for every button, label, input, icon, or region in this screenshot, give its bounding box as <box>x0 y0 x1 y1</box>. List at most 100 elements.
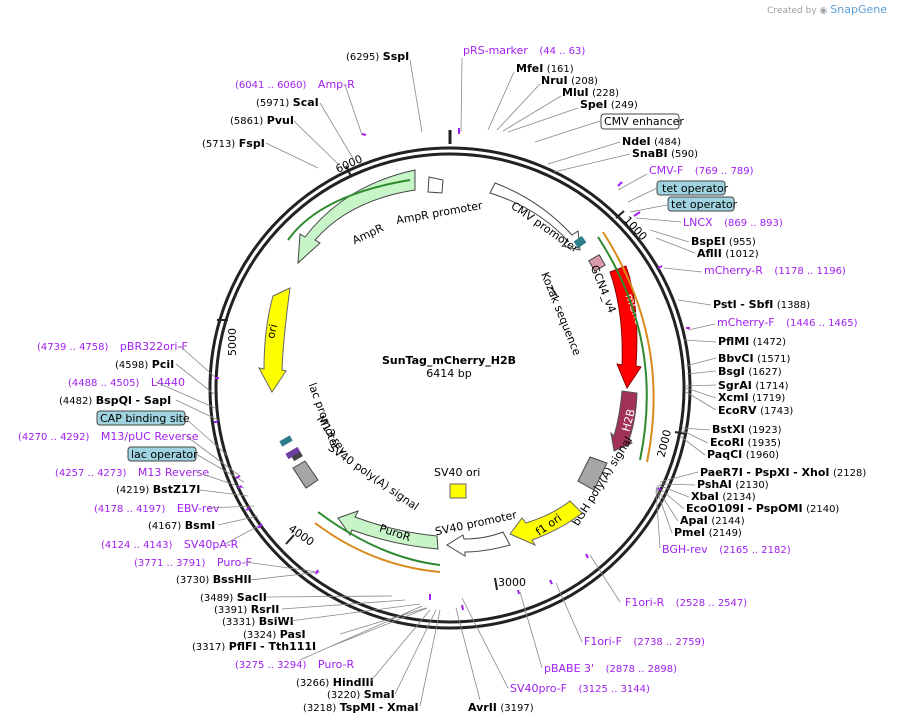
svg-text:(3317) PflFI - Tth111I: (3317) PflFI - Tth111I <box>192 640 316 653</box>
snapgene-credit: Created by ◉ SnapGene <box>767 3 887 16</box>
gcn4-v4-block <box>588 254 606 272</box>
backbone-outer <box>208 146 692 630</box>
svg-text:(4178 .. 4197) EBV-rev: (4178 .. 4197) EBV-rev <box>94 502 220 515</box>
ori-arrow <box>258 287 291 393</box>
svg-text:(3331) BsiWI: (3331) BsiWI <box>222 615 294 628</box>
svg-text:AvrII (3197): AvrII (3197) <box>468 701 534 714</box>
svg-text:BGH-rev (2165 .. 2182): BGH-rev (2165 .. 2182) <box>662 543 791 556</box>
svg-text:(5861) PvuI: (5861) PvuI <box>230 114 294 127</box>
svg-text:5000: 5000 <box>226 328 239 356</box>
kozak-label: Kozak sequence <box>538 270 583 357</box>
svg-text:XcmI (1719): XcmI (1719) <box>718 391 785 404</box>
cap-site-block <box>285 446 301 460</box>
svg-text:mCherry-R (1178 .. 1196): mCherry-R (1178 .. 1196) <box>704 264 846 277</box>
credit-brand: SnapGene <box>830 3 887 16</box>
svg-text:EcoO109I - PspOMI (2140): EcoO109I - PspOMI (2140) <box>686 502 839 515</box>
svg-text:pBABE 3' (2878 .. 2898): pBABE 3' (2878 .. 2898) <box>544 662 677 675</box>
puror-orange-track <box>314 522 441 573</box>
backbone-inner <box>214 152 686 624</box>
sv40-promoter-arrow <box>446 531 511 557</box>
ampr-promoter-label: AmpR promoter <box>395 199 484 227</box>
svg-text:mCherry-F (1446 .. 1465): mCherry-F (1446 .. 1465) <box>717 316 858 329</box>
lac-promoter-label: lac promoter <box>306 381 342 452</box>
svg-text:NdeI (484): NdeI (484) <box>622 135 681 148</box>
ampr-promoter-arrow <box>427 176 444 194</box>
mcherry-orange-track <box>602 231 655 463</box>
svg-text:PshAI (2130): PshAI (2130) <box>697 478 769 491</box>
plasmid-size: 6414 bp <box>426 367 471 380</box>
puror-arrow <box>337 510 439 550</box>
m13-rev-block <box>291 451 303 462</box>
svg-text:ApaI (2144): ApaI (2144) <box>680 514 745 527</box>
kozak-mark <box>550 286 558 297</box>
svg-text:LNCX (869 .. 893): LNCX (869 .. 893) <box>683 216 783 229</box>
primer-ticks <box>214 128 690 611</box>
svg-text:(4488 .. 4505) L4440: (4488 .. 4505) L4440 <box>68 376 185 389</box>
svg-text:MluI (228): MluI (228) <box>562 86 619 99</box>
svg-text:MfeI (161): MfeI (161) <box>516 62 574 75</box>
bgh-polya-block <box>577 456 608 491</box>
svg-text:2000: 2000 <box>655 428 674 458</box>
lac-operator-block <box>279 435 293 447</box>
svg-text:(4219) BstZ17I: (4219) BstZ17I <box>116 483 200 496</box>
svg-text:PflMI (1472): PflMI (1472) <box>718 335 786 348</box>
svg-text:(4167) BsmI: (4167) BsmI <box>148 519 215 532</box>
cmv-promoter-green-box <box>573 235 587 249</box>
svg-text:AflII (1012): AflII (1012) <box>697 247 759 260</box>
primer-labels: pRS-marker (44 .. 63) CMV-F (769 .. 789)… <box>18 44 858 695</box>
svg-text:SgrAI (1714): SgrAI (1714) <box>718 379 789 392</box>
svg-text:(3489) SacII: (3489) SacII <box>200 591 267 604</box>
svg-text:SV40pro-F (3125 .. 3144): SV40pro-F (3125 .. 3144) <box>510 682 650 695</box>
svg-text:(3218) TspMI - XmaI: (3218) TspMI - XmaI <box>303 701 419 714</box>
sv40-ori-block <box>449 483 467 499</box>
svg-text:(3771 .. 3791) Puro-F: (3771 .. 3791) Puro-F <box>134 556 252 569</box>
svg-text:(4257 .. 4273) M13 Reverse: (4257 .. 4273) M13 Reverse <box>55 466 209 479</box>
svg-text:3000: 3000 <box>498 576 526 589</box>
h2b-label: H2B <box>619 408 637 433</box>
boxed-labels: CMV enhancer tet operator tet operator C… <box>96 113 738 462</box>
ampr-arrow <box>297 169 416 265</box>
snapgene-logo-icon: ◉ <box>819 6 828 16</box>
ori-label: ori <box>264 323 280 340</box>
svg-text:(4482) BspQI - SapI: (4482) BspQI - SapI <box>59 394 171 407</box>
svg-text:(3220) SmaI: (3220) SmaI <box>327 688 395 701</box>
svg-text:EcoRV (1743): EcoRV (1743) <box>718 404 793 417</box>
cmv-promoter-label: CMV promoter <box>509 199 582 255</box>
ampr-green-track <box>287 179 411 241</box>
svg-text:PaqCI (1960): PaqCI (1960) <box>707 448 779 461</box>
svg-text:lac operator: lac operator <box>131 448 198 461</box>
tick-3000: 3000 <box>494 576 526 591</box>
ampr-label: AmpR <box>350 221 386 247</box>
svg-text:(5971) ScaI: (5971) ScaI <box>256 96 319 109</box>
f1-ori-arrow <box>509 500 583 547</box>
tick-4000: 4000 <box>285 522 316 549</box>
svg-text:SpeI (249): SpeI (249) <box>580 98 638 111</box>
sv40-polya-block <box>292 460 319 489</box>
svg-text:BstXI (1923): BstXI (1923) <box>712 423 782 436</box>
svg-text:EcoRI (1935): EcoRI (1935) <box>710 436 781 449</box>
svg-text:(5713) FspI: (5713) FspI <box>202 137 265 150</box>
svg-text:(4739 .. 4758) pBR322ori-F: (4739 .. 4758) pBR322ori-F <box>37 340 188 353</box>
svg-text:BsgI (1627): BsgI (1627) <box>718 365 782 378</box>
svg-text:(6041 .. 6060) Amp-R: (6041 .. 6060) Amp-R <box>235 78 355 91</box>
svg-text:PstI - SbfI (1388): PstI - SbfI (1388) <box>713 298 810 311</box>
svg-text:(3730) BssHII: (3730) BssHII <box>176 573 252 586</box>
svg-text:(6295) SspI: (6295) SspI <box>346 50 409 63</box>
svg-text:(3391) RsrII: (3391) RsrII <box>214 603 279 616</box>
svg-text:tet operator: tet operator <box>662 182 729 195</box>
tick-5000: 5000 <box>217 319 239 356</box>
svg-text:(4270 .. 4292) M13/pUC Reverse: (4270 .. 4292) M13/pUC Reverse <box>18 430 199 443</box>
svg-text:tet operator: tet operator <box>671 198 738 211</box>
svg-text:CAP binding site: CAP binding site <box>100 412 190 425</box>
svg-text:pRS-marker (44 .. 63): pRS-marker (44 .. 63) <box>463 44 585 57</box>
mcherry-green-track <box>597 236 648 461</box>
svg-text:CMV-F (769 .. 789): CMV-F (769 .. 789) <box>649 164 754 177</box>
svg-text:XbaI (2134): XbaI (2134) <box>691 490 756 503</box>
puror-green-track <box>317 511 441 566</box>
svg-text:BspEI (955): BspEI (955) <box>691 235 756 248</box>
h2b-arrow <box>610 390 638 452</box>
svg-text:CMV enhancer: CMV enhancer <box>604 115 684 128</box>
svg-text:(3275 .. 3294) Puro-R: (3275 .. 3294) Puro-R <box>235 658 355 671</box>
svg-text:(3266) HindIII: (3266) HindIII <box>296 676 374 689</box>
